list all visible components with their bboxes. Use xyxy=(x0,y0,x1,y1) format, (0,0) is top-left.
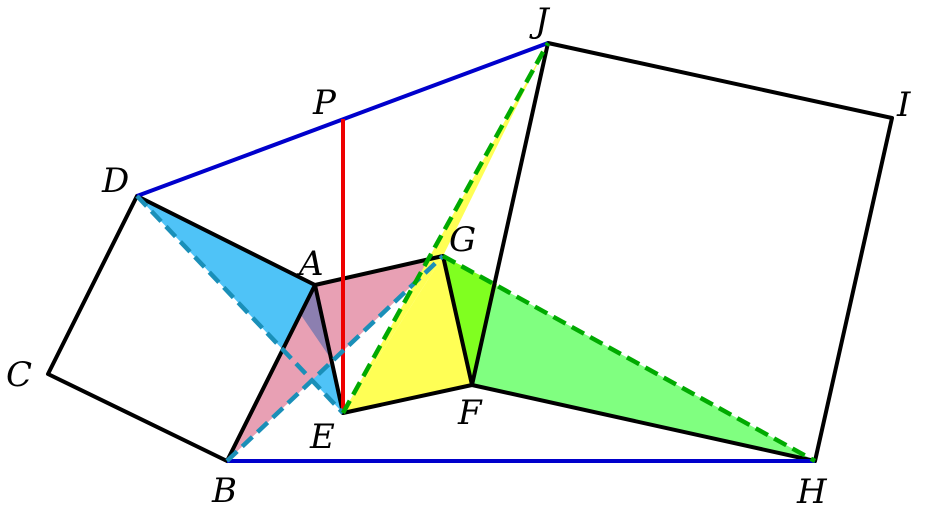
overlap-lime-fill xyxy=(443,256,497,385)
label-I: I xyxy=(896,85,911,125)
quad-EGF-yellow-fill xyxy=(343,256,472,413)
square-AEFG-outline xyxy=(313,254,474,415)
label-G: G xyxy=(449,220,476,260)
dashed-line-GH xyxy=(441,254,817,463)
dashed-line-DE xyxy=(135,194,345,415)
square-FHIJ-outline xyxy=(470,41,894,463)
square-ABCD-outline xyxy=(46,194,317,463)
label-F: F xyxy=(457,393,483,433)
dashed-line-EJ xyxy=(341,41,550,415)
label-A: A xyxy=(296,244,324,284)
label-J: J xyxy=(529,1,551,41)
label-P: P xyxy=(312,83,337,123)
label-E: E xyxy=(309,417,335,457)
label-H: H xyxy=(796,472,828,512)
label-D: D xyxy=(101,161,129,201)
label-B: B xyxy=(211,471,237,511)
dashed-line-BG xyxy=(225,254,445,463)
label-C: C xyxy=(6,355,32,395)
overlap-purple-fill xyxy=(301,285,331,359)
